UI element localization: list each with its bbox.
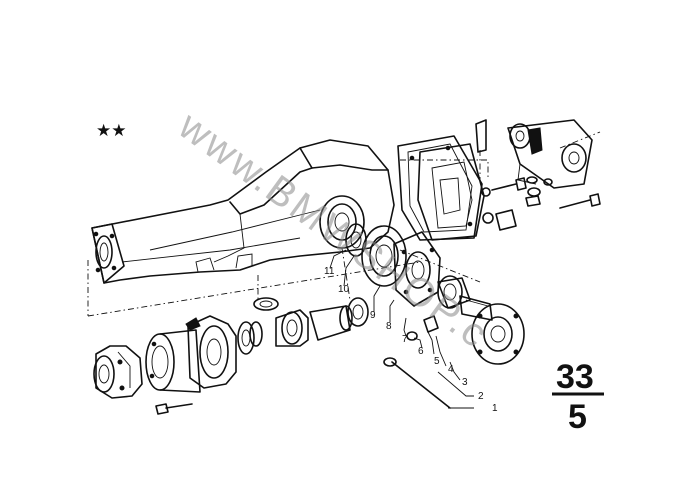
callout-6: 6 (418, 346, 424, 357)
callout-leaders (329, 249, 474, 409)
rear-mount-bracket (507, 119, 593, 189)
spacer-sleeve (309, 305, 353, 341)
pinion-nut-housing (185, 315, 237, 389)
pinion-bearing (275, 309, 309, 347)
side-cover-gasket (397, 135, 483, 241)
flange-bolt-long (383, 357, 451, 409)
callout-1: 1 (492, 403, 498, 414)
callouts: 1 2 3 4 5 6 7 8 9 10 11 (324, 266, 498, 414)
callout-3: 3 (462, 377, 468, 388)
output-washer (406, 331, 418, 341)
side-cover (417, 143, 485, 241)
callout-7: 7 (402, 334, 408, 345)
pinion-flange (145, 329, 201, 393)
callout-11: 11 (324, 266, 335, 277)
callout-8: 8 (386, 321, 392, 332)
group-main-number: 33 (556, 358, 594, 396)
flange-bolt-short (155, 403, 193, 415)
bearing-cap (361, 225, 407, 287)
pinion-shims (237, 297, 279, 355)
axle-carrier-housing (91, 139, 395, 284)
drive-flange (93, 345, 143, 399)
callout-2: 2 (478, 391, 484, 402)
group-sub-number: 5 (568, 398, 587, 436)
mount-washers (525, 176, 553, 207)
callout-9: 9 (370, 310, 376, 321)
output-flange (471, 303, 525, 365)
cover-bolt (481, 177, 527, 197)
stars-marker: ★★ (96, 121, 126, 141)
callout-10: 10 (338, 284, 350, 295)
output-shaft (459, 295, 493, 321)
group-number: 33 5 (552, 358, 604, 436)
drain-plug (482, 209, 517, 231)
output-bearing (437, 275, 471, 309)
output-nut (423, 315, 439, 333)
mount-bolt (559, 193, 601, 209)
pinion-gear (347, 297, 369, 327)
callout-5: 5 (434, 356, 440, 367)
breather-plug (475, 119, 487, 153)
callout-4: 4 (448, 364, 454, 375)
